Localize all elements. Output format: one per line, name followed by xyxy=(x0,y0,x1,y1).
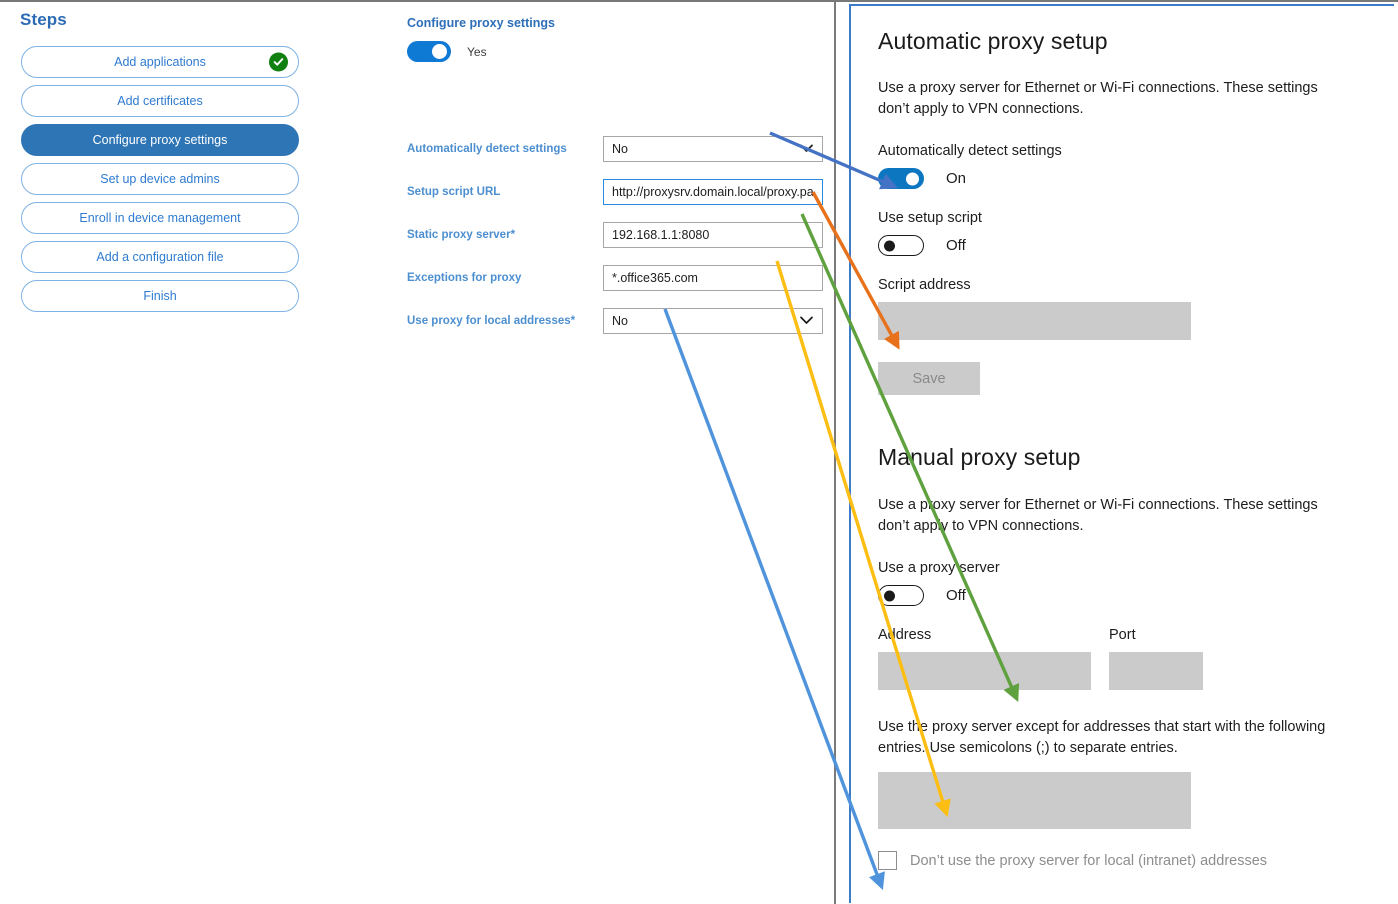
automatically-detect-settings-label: Automatically detect settings xyxy=(878,143,1062,160)
save-button[interactable]: Save xyxy=(878,362,980,396)
chevron-down-icon xyxy=(800,314,813,328)
step-label: Add certificates xyxy=(117,94,203,108)
use-setup-script-label: Use setup script xyxy=(878,210,982,227)
field-row-exceptions-for-proxy: Exceptions for proxy *.office365.com xyxy=(405,260,825,303)
input-value: *.office365.com xyxy=(612,271,698,285)
select-value: No xyxy=(612,314,628,328)
bypass-local-addresses-row: Don’t use the proxy server for local (in… xyxy=(878,851,1366,871)
use-setup-script-toggle-row: Off xyxy=(878,235,1366,257)
chevron-down-icon xyxy=(800,142,813,156)
proxy-exceptions-description: Use the proxy server except for addresse… xyxy=(878,719,1326,757)
proxy-field-grid: Automatically detect settings No Setup s… xyxy=(405,131,825,346)
manual-proxy-description: Use a proxy server for Ethernet or Wi-Fi… xyxy=(878,497,1318,535)
steps-title: Steps xyxy=(20,10,67,29)
exceptions-for-proxy-input[interactable]: *.office365.com xyxy=(603,265,823,291)
toggle-knob xyxy=(432,44,447,59)
automatically-detect-settings-select[interactable]: No xyxy=(603,136,823,162)
script-address-label: Script address xyxy=(878,277,971,294)
bypass-local-addresses-checkbox[interactable] xyxy=(878,851,897,871)
address-port-row: Address Port xyxy=(878,627,1366,691)
configure-proxy-toggle-value: Yes xyxy=(467,44,487,59)
field-label-use-proxy-for-local-addresses: Use proxy for local addresses* xyxy=(407,315,576,327)
use-a-proxy-server-toggle-row: Off xyxy=(878,585,1366,607)
step-item-set-up-device-admins[interactable]: Set up device admins xyxy=(21,163,299,195)
automatic-proxy-description: Use a proxy server for Ethernet or Wi-Fi… xyxy=(878,80,1318,118)
manual-proxy-setup-heading: Manual proxy setup xyxy=(878,444,1081,471)
step-label: Add a configuration file xyxy=(96,250,224,264)
windows-proxy-settings-panel: Automatic proxy setup Use a proxy server… xyxy=(849,4,1394,903)
configure-proxy-toggle-row: Yes xyxy=(407,41,825,62)
step-item-configure-proxy-settings[interactable]: Configure proxy settings xyxy=(21,124,299,156)
step-label: Finish xyxy=(143,289,177,303)
select-value: No xyxy=(612,142,628,156)
steps-panel: Steps Add applications Add certificates … xyxy=(0,2,836,904)
address-input[interactable] xyxy=(878,652,1091,691)
step-item-add-a-configuration-file[interactable]: Add a configuration file xyxy=(21,241,299,273)
required-asterisk: * xyxy=(510,229,516,241)
field-label-automatically-detect-settings: Automatically detect settings xyxy=(407,143,567,155)
form-heading: Configure proxy settings xyxy=(407,16,555,30)
step-item-finish[interactable]: Finish xyxy=(21,280,299,312)
field-label-static-proxy-server: Static proxy server* xyxy=(407,229,516,241)
input-value: http://proxysrv.domain.local/proxy.pa xyxy=(612,185,814,199)
step-item-add-applications[interactable]: Add applications xyxy=(21,46,299,78)
address-label: Address xyxy=(878,627,932,644)
toggle-knob xyxy=(884,240,895,252)
toggle-knob xyxy=(906,172,919,186)
toggle-knob xyxy=(884,590,895,602)
required-asterisk: * xyxy=(570,315,576,327)
field-label-setup-script-url: Setup script URL xyxy=(407,186,501,198)
use-proxy-for-local-addresses-select[interactable]: No xyxy=(603,308,823,334)
automatically-detect-settings-toggle[interactable] xyxy=(878,168,924,190)
field-row-setup-script-url: Setup script URL http://proxysrv.domain.… xyxy=(405,174,825,217)
setup-script-url-input[interactable]: http://proxysrv.domain.local/proxy.pa xyxy=(603,179,823,205)
field-row-automatically-detect-settings: Automatically detect settings No xyxy=(405,131,825,174)
use-setup-script-state: Off xyxy=(946,237,966,255)
step-item-add-certificates[interactable]: Add certificates xyxy=(21,85,299,117)
configure-proxy-toggle[interactable] xyxy=(407,41,451,62)
field-row-use-proxy-for-local-addresses: Use proxy for local addresses* No xyxy=(405,303,825,346)
port-label: Port xyxy=(1109,627,1136,644)
automatic-proxy-setup-heading: Automatic proxy setup xyxy=(878,28,1108,54)
top-divider-rule xyxy=(0,0,1398,2)
use-a-proxy-server-toggle[interactable] xyxy=(878,585,924,607)
automatically-detect-settings-state: On xyxy=(946,170,967,188)
use-setup-script-toggle[interactable] xyxy=(878,235,924,257)
check-circle-icon xyxy=(269,52,288,72)
step-label: Configure proxy settings xyxy=(92,133,228,147)
automatically-detect-settings-toggle-row: On xyxy=(878,168,1366,190)
input-value: 192.168.1.1:8080 xyxy=(612,228,710,242)
field-label-exceptions-for-proxy: Exceptions for proxy xyxy=(407,272,522,284)
step-label: Enroll in device management xyxy=(79,211,241,225)
use-a-proxy-server-label: Use a proxy server xyxy=(878,560,1000,577)
steps-list: Add applications Add certificates Config… xyxy=(21,46,299,319)
step-label: Set up device admins xyxy=(100,172,220,186)
script-address-input[interactable] xyxy=(878,302,1191,341)
field-row-static-proxy-server: Static proxy server* 192.168.1.1:8080 xyxy=(405,217,825,260)
static-proxy-server-input[interactable]: 192.168.1.1:8080 xyxy=(603,222,823,248)
proxy-exceptions-input[interactable] xyxy=(878,772,1191,830)
proxy-form-panel: Configure proxy settings Yes Automatical… xyxy=(405,16,825,334)
step-item-enroll-in-device-management[interactable]: Enroll in device management xyxy=(21,202,299,234)
step-label: Add applications xyxy=(114,55,206,69)
port-input[interactable] xyxy=(1109,652,1203,691)
use-a-proxy-server-state: Off xyxy=(946,587,966,605)
bypass-local-addresses-label: Don’t use the proxy server for local (in… xyxy=(910,852,1268,869)
